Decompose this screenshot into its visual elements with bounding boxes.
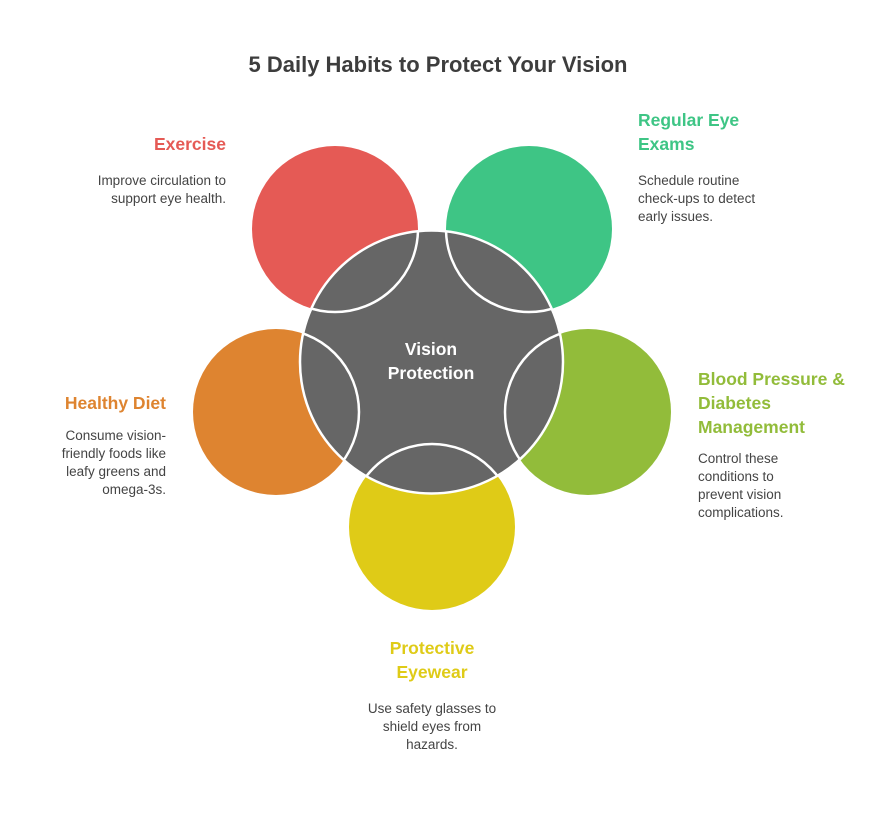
page-title: 5 Daily Habits to Protect Your Vision bbox=[248, 52, 628, 77]
habit-overlap-arc-eye-exams bbox=[444, 231, 563, 314]
habit-desc-diet: Consume vision-friendly foods like leafy… bbox=[61, 428, 166, 497]
habit-desc-bp-diabetes: Control these conditions to prevent visi… bbox=[698, 451, 784, 520]
center-label-line2: Protection bbox=[387, 363, 475, 383]
habit-overlap-arc-diet bbox=[300, 327, 361, 493]
center-circle bbox=[298, 229, 565, 495]
habit-title-exercise: Exercise bbox=[153, 134, 226, 154]
center-label-line1: Vision bbox=[404, 339, 458, 359]
habit-desc-eyewear: Use safety glasses to shield eyes from h… bbox=[367, 701, 497, 752]
habit-title-eye-exams: Regular Eye Exams bbox=[638, 110, 740, 154]
habit-overlap-arc-exercise bbox=[300, 231, 420, 314]
habit-desc-eye-exams: Schedule routine check-ups to detect ear… bbox=[638, 173, 756, 224]
habit-overlap-arc-bp-diabetes bbox=[503, 327, 563, 493]
habit-desc-exercise: Improve circulation to support eye healt… bbox=[97, 173, 226, 206]
center-label: Vision Protection bbox=[361, 337, 501, 385]
habit-overlap-arc-eyewear bbox=[347, 442, 517, 493]
habit-title-bp-diabetes: Blood Pressure & Diabetes Management bbox=[698, 369, 845, 437]
habit-title-eyewear: Protective Eyewear bbox=[389, 638, 475, 682]
habit-title-diet: Healthy Diet bbox=[64, 393, 166, 413]
